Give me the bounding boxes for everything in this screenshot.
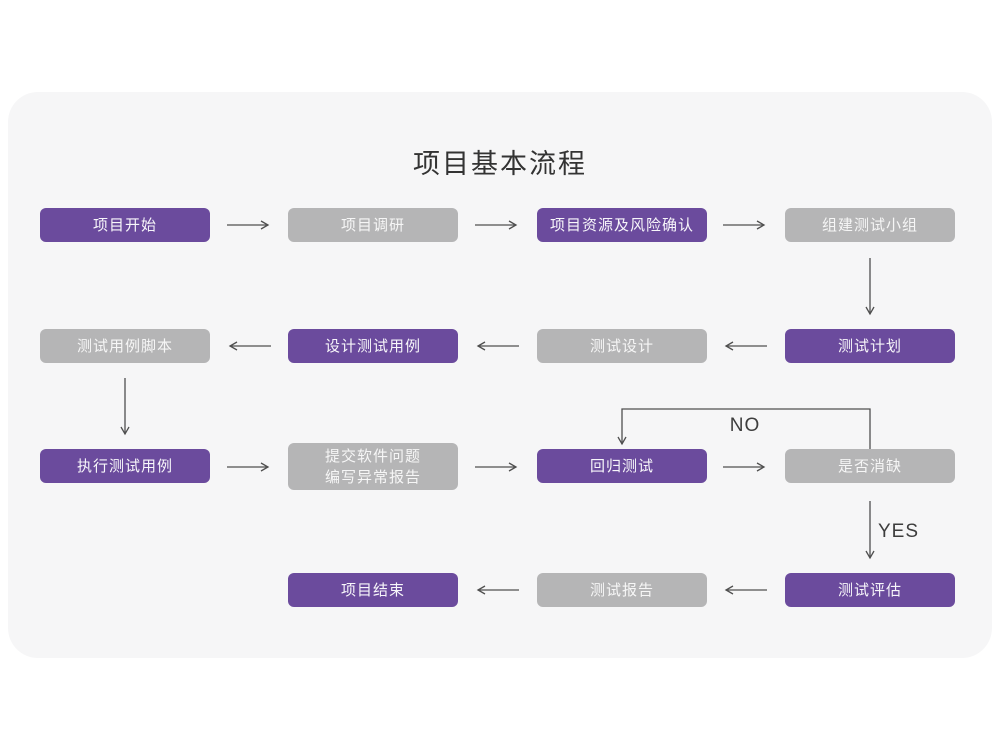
flow-node-project-start: 项目开始	[40, 208, 210, 242]
flow-node-resources-risk: 项目资源及风险确认	[537, 208, 707, 242]
yes-branch-label: YES	[878, 521, 920, 542]
flow-node-project-end: 项目结束	[288, 573, 458, 607]
flow-node-build-test-team: 组建测试小组	[785, 208, 955, 242]
page-title: 项目基本流程	[413, 149, 587, 179]
flowchart-card	[8, 92, 992, 658]
flow-node-test-report: 测试报告	[537, 573, 707, 607]
no-branch-label: NO	[729, 415, 761, 436]
flow-node-test-design: 测试设计	[537, 329, 707, 363]
flow-node-submit-issue-report: 提交软件问题 编写异常报告	[288, 443, 458, 490]
flow-node-test-plan: 测试计划	[785, 329, 955, 363]
flow-node-run-test-cases: 执行测试用例	[40, 449, 210, 483]
flow-node-defect-cleared: 是否消缺	[785, 449, 955, 483]
flow-node-test-evaluation: 测试评估	[785, 573, 955, 607]
flow-node-design-test-cases: 设计测试用例	[288, 329, 458, 363]
flow-node-regression-test: 回归测试	[537, 449, 707, 483]
flow-node-project-research: 项目调研	[288, 208, 458, 242]
flow-node-test-case-script: 测试用例脚本	[40, 329, 210, 363]
